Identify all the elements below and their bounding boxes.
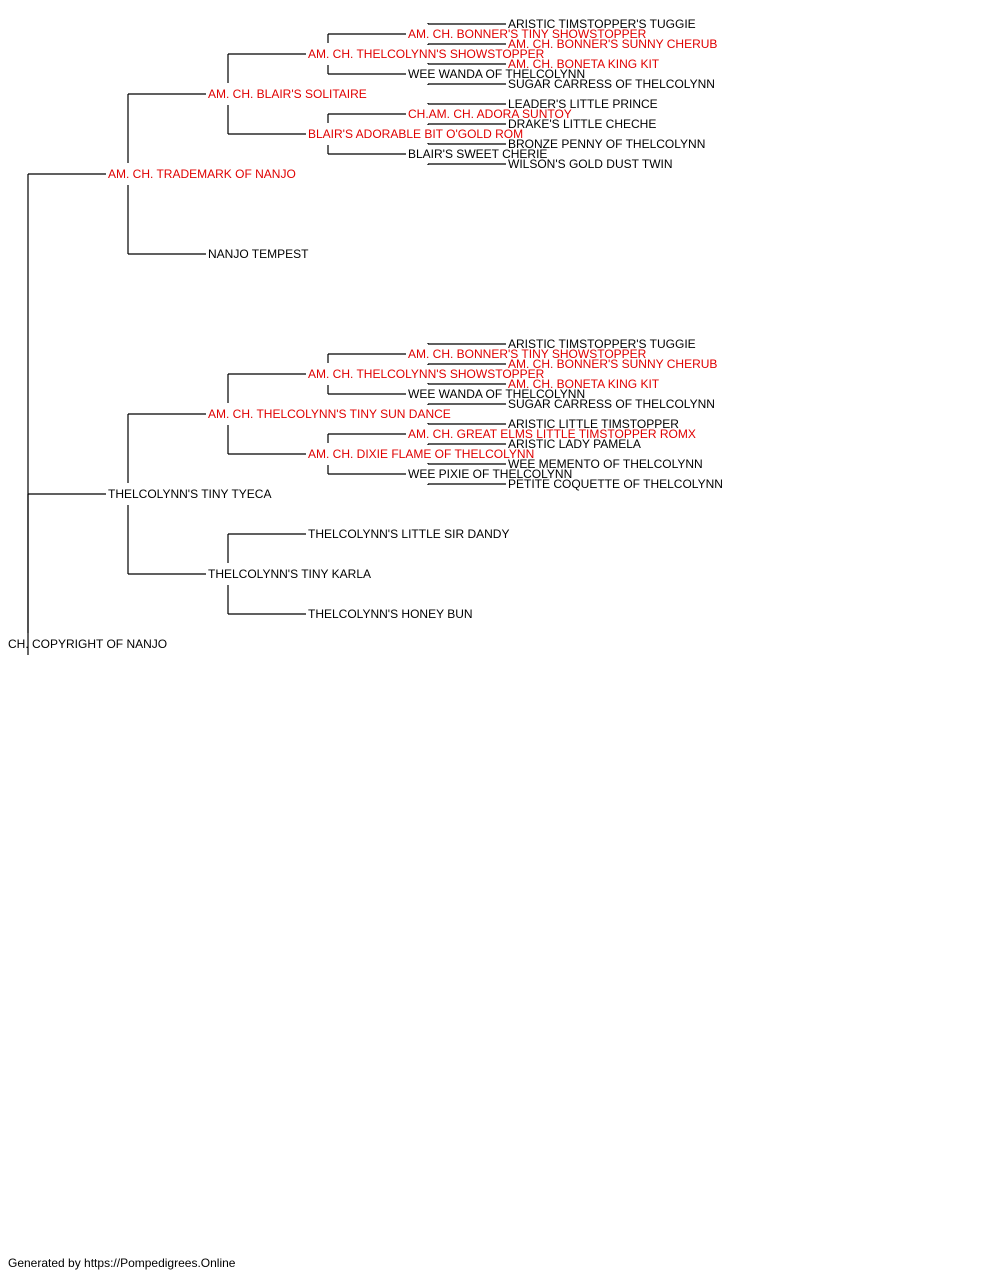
pedigree-name-subject-sire-sire-sire-dam: WEE WANDA OF THELCOLYNN [408,67,585,81]
pedigree-name-subject-sire-sire-sire-sire-dam: AM. CH. BONNER'S SUNNY CHERUB [508,37,717,51]
pedigree-name-subject-sire-sire-dam-dam-dam: WILSON'S GOLD DUST TWIN [508,157,673,171]
pedigree-name-subject-dam-sire-dam-dam-sire: WEE MEMENTO OF THELCOLYNN [508,457,703,471]
pedigree-name-subject-sire-sire-dam-sire: CH.AM. CH. ADORA SUNTOY [408,107,572,121]
pedigree-name-subject-dam-sire-sire-sire-sire: ARISTIC TIMSTOPPER'S TUGGIE [508,337,696,351]
pedigree-name-subject-sire-dam: NANJO TEMPEST [208,247,309,261]
pedigree-name-subject-sire-sire-sire-dam-dam: SUGAR CARRESS OF THELCOLYNN [508,77,715,91]
pedigree-name-subject-dam-sire-dam: AM. CH. DIXIE FLAME OF THELCOLYNN [308,447,534,461]
pedigree-name-subject-dam-sire-sire-dam: WEE WANDA OF THELCOLYNN [408,387,585,401]
pedigree-name-subject-dam: THELCOLYNN'S TINY TYECA [108,487,271,501]
pedigree-name-subject-sire-sire-dam-dam-sire: BRONZE PENNY OF THELCOLYNN [508,137,705,151]
pedigree-name-subject-sire-sire-dam: BLAIR'S ADORABLE BIT O'GOLD ROM [308,127,523,141]
pedigree-name-subject-dam-sire-dam-dam: WEE PIXIE OF THELCOLYNN [408,467,572,481]
pedigree-name-subject-dam-dam-dam: THELCOLYNN'S HONEY BUN [308,607,473,621]
pedigree-name-subject-sire-sire-dam-sire-sire: LEADER'S LITTLE PRINCE [508,97,658,111]
pedigree-name-subject-sire-sire-sire-dam-sire: AM. CH. BONETA KING KIT [508,57,660,71]
pedigree-name-subject-dam-sire-sire: AM. CH. THELCOLYNN'S SHOWSTOPPER [308,367,545,381]
pedigree-name-subject-dam-sire-sire-dam-dam: SUGAR CARRESS OF THELCOLYNN [508,397,715,411]
pedigree-name-subject-dam-dam-sire: THELCOLYNN'S LITTLE SIR DANDY [308,527,509,541]
pedigree-name-subject: CH. COPYRIGHT OF NANJO [8,637,167,651]
pedigree-name-subject-dam-sire-sire-sire: AM. CH. BONNER'S TINY SHOWSTOPPER [408,347,647,361]
pedigree-name-subject-dam-sire: AM. CH. THELCOLYNN'S TINY SUN DANCE [208,407,451,421]
pedigree-name-subject-dam-sire-dam-sire-sire: ARISTIC LITTLE TIMSTOPPER [508,417,679,431]
pedigree-name-subject-dam-sire-dam-dam-dam: PETITE COQUETTE OF THELCOLYNN [508,477,723,491]
pedigree-name-subject-sire-sire-sire-sire: AM. CH. BONNER'S TINY SHOWSTOPPER [408,27,647,41]
pedigree-name-subject-dam-sire-sire-dam-sire: AM. CH. BONETA KING KIT [508,377,660,391]
pedigree-name-subject-sire-sire-dam-sire-dam: DRAKE'S LITTLE CHECHE [508,117,656,131]
footer-credit: Generated by https://Pompedigrees.Online [8,1256,236,1270]
pedigree-name-subject-sire-sire-dam-dam: BLAIR'S SWEET CHERIE [408,147,547,161]
pedigree-name-subject-dam-sire-dam-sire-dam: ARISTIC LADY PAMELA [508,437,641,451]
pedigree-name-subject-sire: AM. CH. TRADEMARK OF NANJO [108,167,296,181]
pedigree-name-subject-sire-sire-sire: AM. CH. THELCOLYNN'S SHOWSTOPPER [308,47,545,61]
pedigree-name-subject-sire-sire-sire-sire-sire: ARISTIC TIMSTOPPER'S TUGGIE [508,17,696,31]
pedigree-tree: CH. COPYRIGHT OF NANJO AM. CH. TRADEMARK … [8,17,723,655]
pedigree-name-subject-dam-sire-sire-sire-dam: AM. CH. BONNER'S SUNNY CHERUB [508,357,717,371]
pedigree-name-subject-dam-dam: THELCOLYNN'S TINY KARLA [208,567,371,581]
pedigree-name-subject-sire-sire: AM. CH. BLAIR'S SOLITAIRE [208,87,367,101]
pedigree-name-subject-dam-sire-dam-sire: AM. CH. GREAT ELMS LITTLE TIMSTOPPER ROM… [408,427,696,441]
